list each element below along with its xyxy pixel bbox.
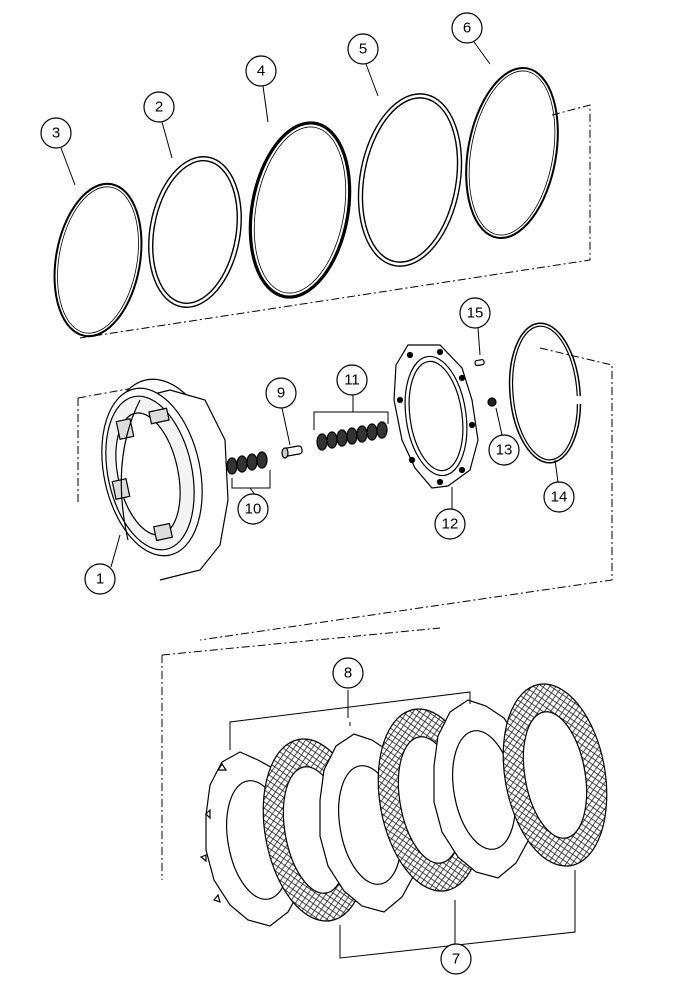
roll-pin-15 xyxy=(474,359,485,367)
svg-text:15: 15 xyxy=(467,305,484,322)
spring-set-10 xyxy=(226,451,268,475)
seal-ring-2 xyxy=(148,156,242,308)
callout-8: 8 xyxy=(332,657,364,689)
callout-2: 2 xyxy=(143,91,175,123)
callout-7: 7 xyxy=(440,943,472,975)
svg-text:4: 4 xyxy=(257,63,265,80)
cover-plate xyxy=(393,344,479,489)
svg-text:14: 14 xyxy=(551,489,568,506)
callout-5: 5 xyxy=(347,33,379,65)
svg-text:12: 12 xyxy=(442,516,459,533)
callout-6: 6 xyxy=(451,12,483,44)
svg-text:8: 8 xyxy=(344,665,352,682)
spring-set-11 xyxy=(316,421,388,451)
callout-4: 4 xyxy=(245,55,277,87)
svg-text:10: 10 xyxy=(245,501,262,518)
piston-housing xyxy=(101,378,229,581)
svg-text:3: 3 xyxy=(52,125,60,142)
ball-13 xyxy=(487,397,497,407)
callout-10: 10 xyxy=(237,493,269,525)
svg-text:7: 7 xyxy=(452,951,460,968)
svg-text:6: 6 xyxy=(463,20,471,37)
seal-ring-6 xyxy=(465,66,559,240)
friction-disc-3 xyxy=(502,683,608,867)
svg-text:5: 5 xyxy=(359,41,367,58)
callout-13: 13 xyxy=(488,434,520,466)
svg-text:2: 2 xyxy=(155,99,163,116)
seal-ring-3 xyxy=(53,182,143,338)
svg-text:9: 9 xyxy=(277,385,285,402)
svg-text:13: 13 xyxy=(496,442,513,459)
callout-14: 14 xyxy=(543,481,575,513)
bottom-group-frame xyxy=(161,627,441,880)
svg-text:1: 1 xyxy=(96,571,104,588)
callout-9: 9 xyxy=(265,377,297,409)
snap-ring-14 xyxy=(508,322,583,464)
callout-3: 3 xyxy=(40,117,72,149)
seal-ring-5 xyxy=(357,93,463,267)
pin-9 xyxy=(281,445,303,459)
seal-ring-4 xyxy=(248,121,352,299)
callout-11: 11 xyxy=(336,364,368,396)
top-group-frame xyxy=(79,104,591,339)
callout-15: 15 xyxy=(459,297,491,329)
callout-1: 1 xyxy=(84,563,116,595)
svg-text:11: 11 xyxy=(344,372,360,389)
callout-12: 12 xyxy=(434,508,466,540)
